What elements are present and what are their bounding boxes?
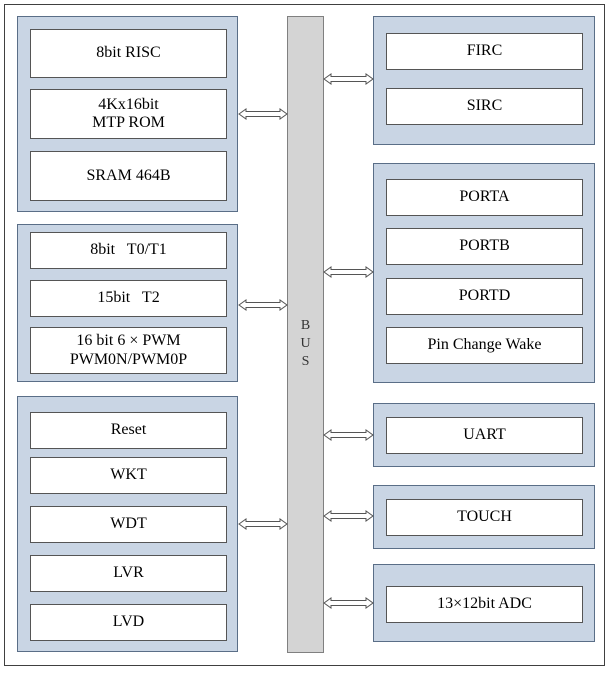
touch-box: TOUCH bbox=[386, 499, 583, 536]
t2-box: 15bit T2 bbox=[30, 280, 227, 317]
sirc-label: SIRC bbox=[466, 97, 503, 115]
uart-box: UART bbox=[386, 417, 583, 454]
adc-box: 13×12bit ADC bbox=[386, 586, 583, 623]
bus-bar: B U S bbox=[287, 16, 324, 653]
sram-label: SRAM 464B bbox=[86, 166, 171, 184]
portb-label: PORTB bbox=[459, 237, 510, 255]
lvd-box: LVD bbox=[30, 604, 227, 641]
adc-label: 13×12bit ADC bbox=[437, 595, 532, 613]
lvd-label: LVD bbox=[112, 613, 145, 631]
t0t1-box: 8bit T0/T1 bbox=[30, 232, 227, 269]
wkt-label: WKT bbox=[110, 466, 147, 484]
diagram-frame bbox=[4, 4, 605, 666]
wkt-box: WKT bbox=[30, 457, 227, 494]
rom-label-line2: MTP ROM bbox=[92, 114, 165, 131]
wdt-label: WDT bbox=[110, 515, 147, 533]
pwm-label-line2: PWM0N/PWM0P bbox=[69, 350, 188, 368]
touch-label: TOUCH bbox=[457, 508, 512, 526]
pwm-box: 16 bit 6 × PWM PWM0N/PWM0P bbox=[30, 327, 227, 374]
risc-box: 8bit RISC bbox=[30, 29, 227, 78]
lvr-label: LVR bbox=[113, 564, 144, 582]
pin-change-box: Pin Change Wake bbox=[386, 327, 583, 364]
lvr-box: LVR bbox=[30, 555, 227, 592]
sram-box: SRAM 464B bbox=[30, 151, 227, 201]
portd-label: PORTD bbox=[458, 287, 511, 305]
pwm-label-line1: 16 bit 6 × PWM bbox=[76, 332, 181, 350]
reset-box: Reset bbox=[30, 412, 227, 449]
clocks-group: FIRC SIRC bbox=[373, 16, 595, 145]
porta-box: PORTA bbox=[386, 179, 583, 216]
bus-letter-s: S bbox=[301, 354, 310, 369]
risc-label: 8bit RISC bbox=[96, 44, 161, 62]
touch-group: TOUCH bbox=[373, 485, 595, 549]
rom-box: 4Kx16bit MTP ROM bbox=[30, 89, 227, 139]
sirc-box: SIRC bbox=[386, 88, 583, 125]
firc-box: FIRC bbox=[386, 33, 583, 70]
portb-box: PORTB bbox=[386, 228, 583, 265]
ports-group: PORTA PORTB PORTD Pin Change Wake bbox=[373, 163, 595, 383]
bus-letter-u: U bbox=[300, 336, 311, 351]
bus-label: B U S bbox=[288, 317, 323, 371]
core-group: 8bit RISC 4Kx16bit MTP ROM SRAM 464B bbox=[17, 16, 238, 212]
pin-change-label: Pin Change Wake bbox=[427, 336, 542, 354]
adc-group: 13×12bit ADC bbox=[373, 564, 595, 642]
porta-label: PORTA bbox=[459, 188, 510, 206]
bus-letter-b: B bbox=[300, 318, 311, 333]
portd-box: PORTD bbox=[386, 278, 583, 315]
uart-label: UART bbox=[463, 426, 506, 444]
wdt-box: WDT bbox=[30, 506, 227, 543]
timers-group: 8bit T0/T1 15bit T2 16 bit 6 × PWM PWM0N… bbox=[17, 224, 238, 382]
t2-label: 15bit T2 bbox=[97, 289, 160, 307]
t0t1-label: 8bit T0/T1 bbox=[90, 241, 167, 259]
rom-label-line1: 4Kx16bit bbox=[98, 95, 159, 113]
firc-label: FIRC bbox=[466, 42, 503, 60]
reset-label: Reset bbox=[110, 421, 147, 439]
system-group: Reset WKT WDT LVR LVD bbox=[17, 396, 238, 652]
uart-group: UART bbox=[373, 403, 595, 467]
